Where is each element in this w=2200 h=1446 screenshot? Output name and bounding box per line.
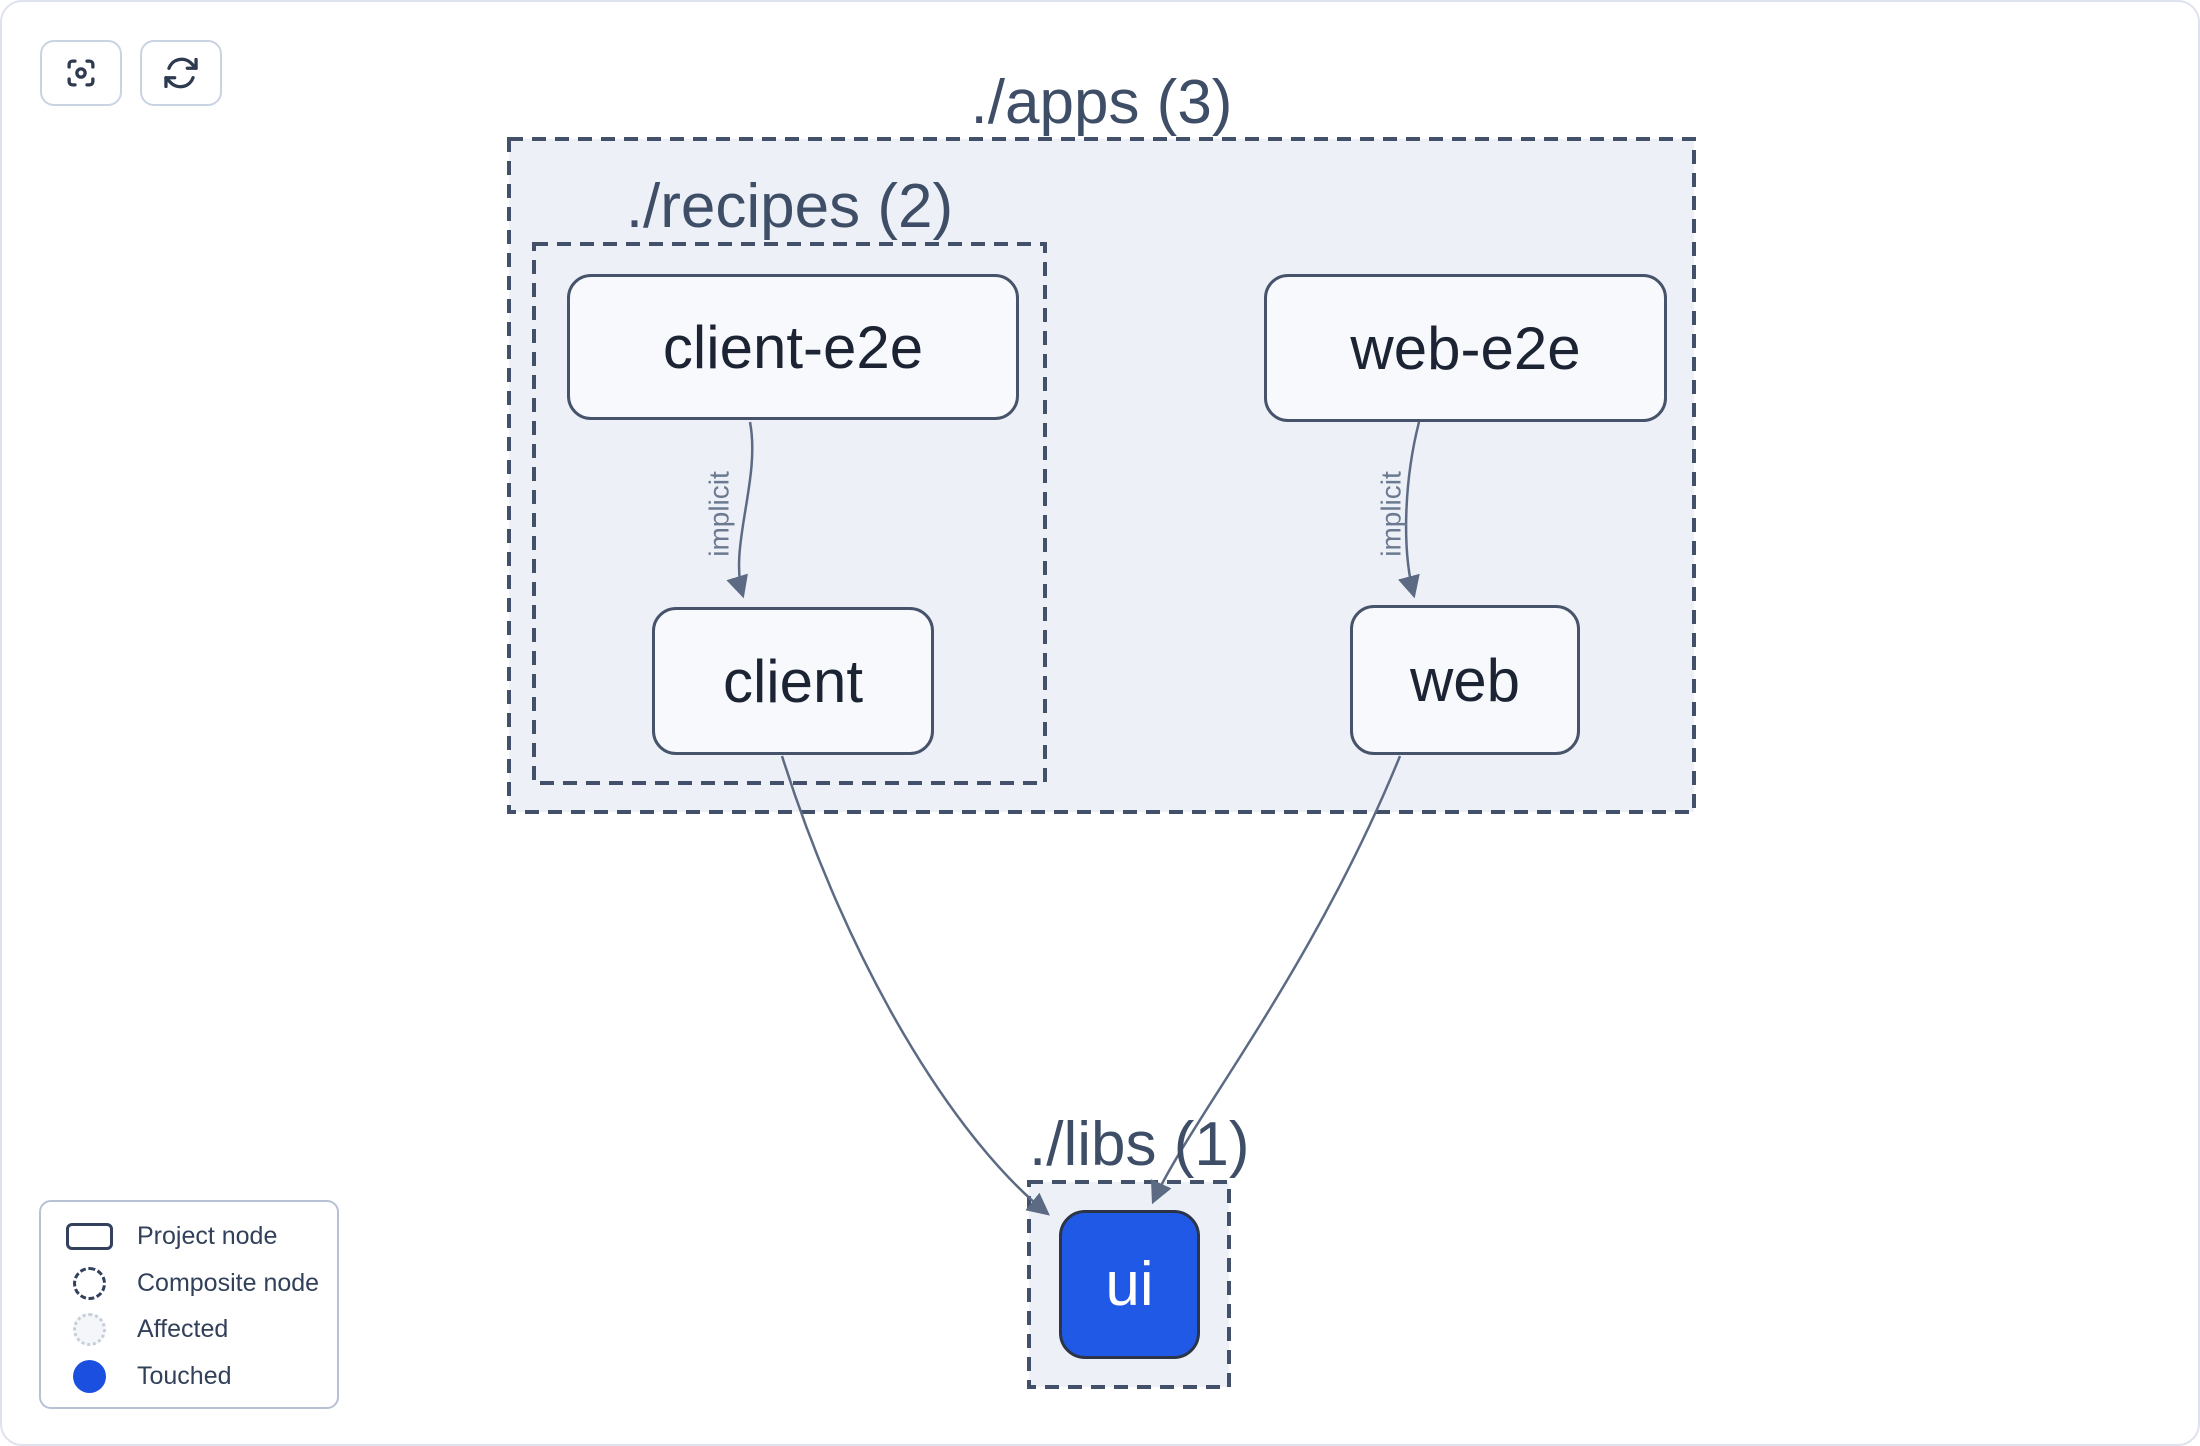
edge-client-to-ui[interactable] — [780, 755, 1050, 1216]
refresh-graph-button[interactable] — [140, 40, 222, 106]
legend-item-affected: Affected — [41, 1306, 337, 1353]
edge-web-e2e-to-web[interactable] — [1398, 421, 1421, 599]
legend-item-project-node: Project node — [41, 1213, 337, 1260]
legend-label: Affected — [137, 1315, 229, 1344]
legend-label: Project node — [137, 1221, 278, 1250]
edge-client-e2e-to-client[interactable] — [726, 421, 754, 599]
focus-frame-icon — [67, 59, 95, 87]
legend-item-touched: Touched — [41, 1353, 337, 1400]
project-node-web[interactable]: web — [1350, 605, 1580, 755]
edge-label-implicit-web: implicit — [1375, 471, 1406, 557]
affected-swatch — [72, 1313, 106, 1347]
project-node-client[interactable]: client — [652, 607, 934, 755]
node-label: web — [1409, 646, 1521, 714]
legend: Project node Composite node Affected Tou… — [39, 1200, 339, 1409]
node-label: client — [722, 647, 864, 715]
legend-item-composite-node: Composite node — [41, 1260, 337, 1307]
edge-label-implicit-client: implicit — [703, 471, 734, 557]
legend-label: Touched — [137, 1361, 232, 1390]
node-label: web-e2e — [1350, 314, 1581, 382]
edge-web-to-ui[interactable] — [1150, 755, 1402, 1205]
refresh-icon — [164, 57, 198, 89]
project-node-swatch — [65, 1222, 113, 1250]
legend-label: Composite node — [137, 1268, 320, 1297]
composite-node-swatch — [72, 1266, 106, 1300]
node-label: ui — [1105, 1250, 1154, 1319]
touched-swatch — [72, 1359, 106, 1393]
project-node-ui-touched[interactable]: ui — [1059, 1210, 1200, 1359]
project-node-client-e2e[interactable]: client-e2e — [567, 274, 1019, 420]
focus-graph-button[interactable] — [40, 40, 122, 106]
project-node-web-e2e[interactable]: web-e2e — [1264, 274, 1667, 422]
node-label: client-e2e — [662, 313, 924, 381]
